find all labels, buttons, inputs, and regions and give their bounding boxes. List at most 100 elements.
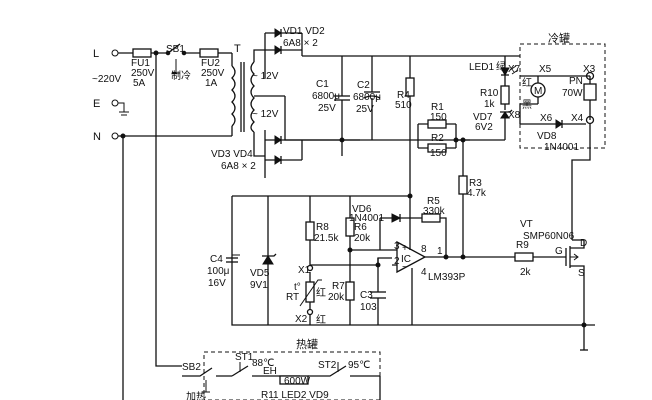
cooler-x6: X6 (540, 113, 553, 124)
diode-vd3 (274, 135, 282, 145)
transformer-name: T (234, 43, 241, 55)
c4-value2: 16V (208, 278, 226, 289)
cooler-module: 冷罐 X7 X8 X5 X3 X6 X4 红 黑 M PN 70W VD8 1N… (508, 32, 606, 240)
terminal-x2 (306, 308, 314, 316)
terminal-e-label: E (93, 98, 100, 110)
eh-power: 600W (284, 376, 311, 387)
r10-value: 1k (484, 99, 496, 110)
sense-network: C4 100μ 16V VD5 9V1 R8 21.5k X1 t° RT 红 … (207, 193, 595, 326)
resistor-r7 (345, 281, 355, 301)
vd6-type: 1N4001 (349, 213, 384, 224)
vt-part: SMP60N06 (523, 231, 575, 242)
svg-text:+: + (402, 243, 408, 254)
sb1-mode: 制冷 (171, 69, 191, 82)
vd-top-name: VD1 VD2 (283, 26, 325, 37)
ic-pin8: 8 (421, 244, 427, 255)
c1-value1: 6800μ (312, 91, 340, 102)
c4-name: C4 (210, 254, 223, 265)
resistor-r2 (427, 143, 447, 153)
ic-pin2: 2 (394, 256, 400, 267)
ic-part: LM393P (428, 272, 466, 283)
filter-capacitors: C1 6800μ 25V C2 6800μ 25V (312, 56, 381, 140)
primary-winding (231, 65, 236, 127)
vd7-value: 6V2 (475, 122, 493, 133)
rt-red-2: 红 (316, 313, 326, 326)
fu1-rating1: 250V (131, 68, 155, 79)
fu1-rating2: 5A (133, 78, 146, 89)
led1 (500, 67, 510, 77)
c1-name: C1 (316, 79, 329, 90)
fan-motor-letter: M (534, 86, 542, 97)
rails (284, 56, 470, 156)
rt-x1: X1 (298, 265, 311, 276)
rectifier-bottom: VD3 VD4 6A8 × 2 (211, 130, 303, 178)
comparator-lm393 (396, 240, 427, 274)
fuse-fu1 (132, 48, 152, 58)
r1-value: 150 (430, 112, 447, 123)
vd5-value: 9V1 (250, 280, 268, 291)
secondary-winding (250, 61, 255, 133)
heater-bottom-label: R11 LED2 VD9 (261, 390, 329, 400)
heater-eh (279, 375, 309, 385)
diode-vd1 (274, 28, 282, 38)
switch-sb1 (167, 43, 200, 54)
vd-top-type: 6A8 × 2 (283, 38, 318, 49)
svg-text:−: − (402, 262, 408, 273)
pn-name: PN (569, 76, 583, 87)
c3-name: C3 (360, 290, 373, 301)
vd8-name: VD8 (537, 131, 557, 142)
r4-value: 510 (395, 100, 412, 111)
cooler-x5: X5 (539, 64, 552, 75)
vd5-name: VD5 (250, 268, 270, 279)
vd-bottom-name: VD3 VD4 (211, 149, 253, 160)
vd8-type: 1N4001 (544, 142, 579, 153)
r5-value: 330k (423, 206, 446, 217)
comparator-ic: IC + − 3 2 8 4 1 LM393P (392, 240, 515, 325)
rt-t: t° (294, 282, 301, 293)
c4-value1: 100μ (207, 266, 230, 277)
rt-x2: X2 (295, 314, 308, 325)
r1-name: R1 (431, 102, 444, 113)
fu1-name: FU1 (131, 58, 150, 69)
r9-name: R9 (516, 240, 529, 251)
live-line: FU1 250V 5A SB1 制冷 FU2 250V 1A (118, 43, 232, 367)
vt-d: D (580, 238, 587, 249)
ac-voltage-label: ~220V (92, 74, 122, 85)
peltier-pn (583, 83, 597, 101)
diode-vd8 (555, 119, 563, 129)
r6-value: 20k (354, 233, 371, 244)
cooler-red: 红 (522, 76, 532, 89)
diode-vd6 (391, 213, 402, 223)
vd7-name: VD7 (473, 112, 493, 123)
fu2-rating1: 250V (201, 68, 225, 79)
r7-value: 20k (328, 292, 345, 303)
r6-name: R6 (354, 222, 367, 233)
heater-title: 热罐 (296, 338, 318, 351)
mains-input: L E N ~220V (92, 48, 129, 143)
zener-vd5 (262, 255, 274, 265)
terminal-e (111, 99, 119, 107)
ic-name: IC (401, 254, 411, 265)
vd-bottom-type: 6A8 × 2 (221, 161, 256, 172)
r3-value: 4.7k (467, 188, 487, 199)
cooler-x3: X3 (583, 64, 596, 75)
r7-name: R7 (332, 281, 345, 292)
r3-name: R3 (469, 178, 482, 189)
c3-value: 103 (360, 302, 377, 313)
ground-icon (118, 102, 129, 116)
neutral-line (118, 133, 232, 400)
r10-name: R10 (480, 88, 499, 99)
resistor-r1 (427, 119, 447, 129)
resistor-r8 (305, 221, 315, 241)
fuse-fu2 (199, 48, 219, 58)
ic-pin4: 4 (421, 267, 427, 278)
vt-name: VT (520, 219, 533, 230)
cooler-x7: X7 (508, 64, 521, 75)
led1-name: LED1 (469, 62, 494, 73)
ic-pin1: 1 (437, 246, 443, 257)
heater-module: 热罐 SB2 加热 ST1 88℃ EH 600W ST2 95℃ R11 LE… (182, 338, 381, 400)
resistor-r5 (421, 213, 441, 223)
st2-temp: 95℃ (348, 360, 370, 371)
st1-temp: 88℃ (252, 358, 274, 369)
